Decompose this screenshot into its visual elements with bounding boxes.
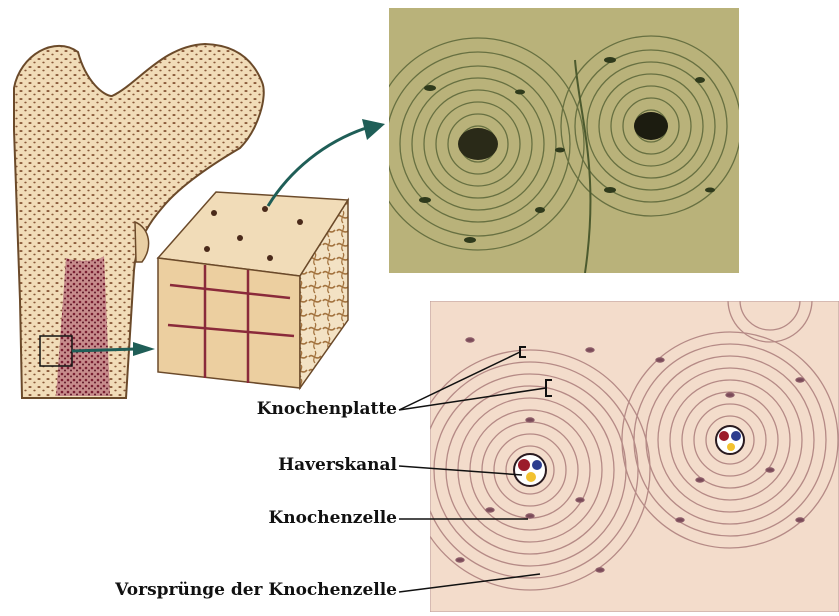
micrograph-image — [372, 8, 741, 273]
label-knochenplatte: Knochenplatte — [257, 399, 397, 419]
bone-block-illustration — [158, 192, 348, 388]
haversian-canal-left — [514, 454, 546, 486]
arrow-icon — [268, 119, 385, 206]
label-knochenzelle: Knochenzelle — [268, 508, 397, 528]
osteon-illustration — [410, 258, 839, 612]
label-vorsprunge-der-knochenzelle: Vorsprünge der Knochenzelle — [115, 580, 397, 600]
label-haverskanal: Haverskanal — [278, 455, 397, 475]
haversian-canal-right — [716, 426, 744, 454]
